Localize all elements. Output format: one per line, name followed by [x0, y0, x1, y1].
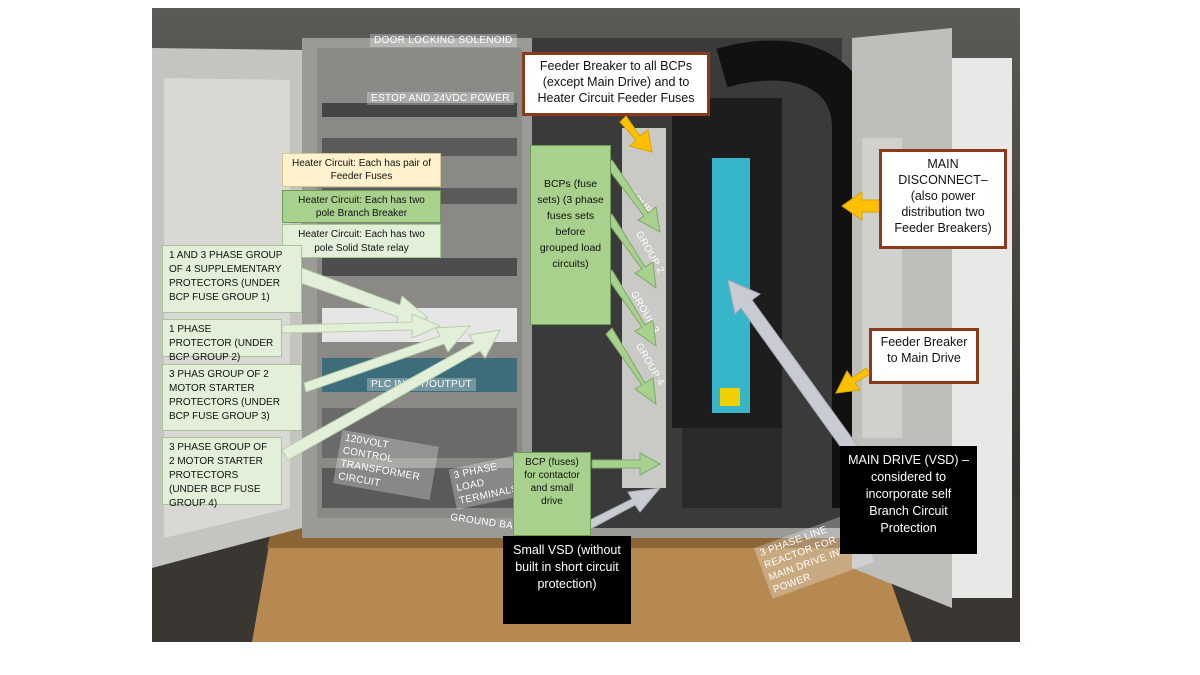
door-locking-label: DOOR LOCKING SOLENOID — [370, 34, 517, 47]
feeder-breaker-bcps-callout: Feeder Breaker to all BCPs (except Main … — [522, 52, 710, 116]
heater-feeder-fuses-callout: Heater Circuit: Each has pair of Feeder … — [282, 153, 441, 187]
transformer-area — [322, 468, 517, 508]
heater-ssr-callout: Heater Circuit: Each has two pole Solid … — [282, 224, 441, 258]
feeder-main-drive-callout: Feeder Breaker to Main Drive — [869, 328, 979, 384]
din-rail — [322, 138, 517, 156]
vsd-front-panel — [712, 158, 750, 413]
warning-label — [720, 388, 740, 406]
plc-label: PLC INPUT/OUTPUT — [367, 378, 476, 391]
main-disconnect-callout: MAIN DISCONNECT– (also power distributio… — [879, 149, 1007, 249]
bcp-fuses-callout: BCP (fuses) for contactor and small driv… — [513, 452, 591, 536]
breaker-row — [322, 308, 517, 342]
phase-protector-callout: 1 PHASE PROTECTOR (UNDER BCP GROUP 2) — [162, 319, 282, 363]
heater-branch-breaker-callout: Heater Circuit: Each has two pole Branch… — [282, 190, 441, 223]
bcps-fuse-sets-callout: BCPs (fuse sets) (3 phase fuses sets bef… — [530, 145, 611, 325]
din-rail — [322, 103, 517, 117]
cable-bundle — [716, 40, 872, 508]
group-3-starters-callout: 3 PHAS GROUP OF 2 MOTOR STARTER PROTECTO… — [162, 364, 302, 431]
vsd-heatsink — [682, 428, 782, 508]
group-4-starters-callout: 3 PHASE GROUP OF 2 MOTOR STARTER PROTECT… — [162, 437, 282, 509]
group-1-protectors-callout: 1 AND 3 PHASE GROUP OF 4 SUPPLEMENTARY P… — [162, 245, 302, 313]
small-vsd-callout: Small VSD (without built in short circui… — [503, 536, 631, 624]
din-rail — [322, 258, 517, 276]
main-drive-vsd-callout: MAIN DRIVE (VSD) – considered to incorpo… — [840, 446, 977, 554]
estop-label: ESTOP AND 24VDC POWER — [367, 92, 514, 105]
